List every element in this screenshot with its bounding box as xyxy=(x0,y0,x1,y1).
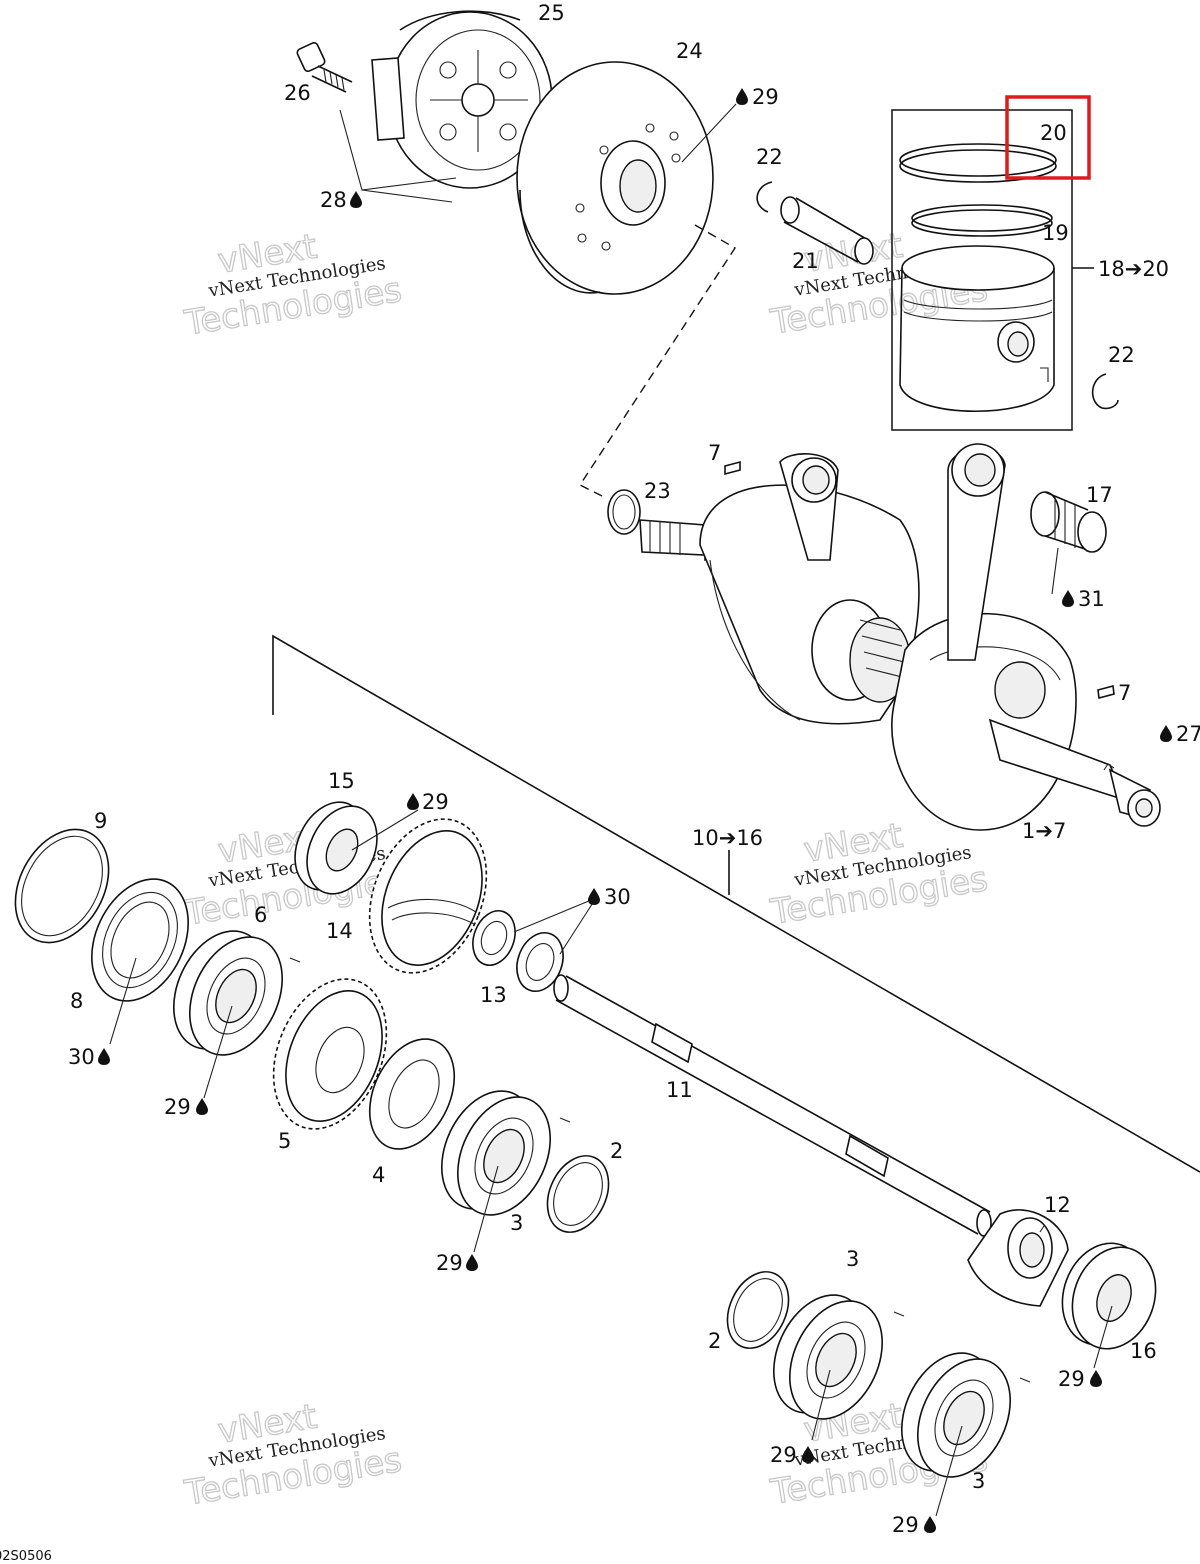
callout-22-top: 22 xyxy=(756,145,783,169)
ring-part-2-left xyxy=(546,1155,610,1233)
callout-29-bearing3: 29 xyxy=(436,1251,463,1275)
shim-part-9 xyxy=(14,828,110,944)
bearing-part-6 xyxy=(172,930,301,1056)
ring-part-23 xyxy=(607,489,641,535)
leader-lines xyxy=(109,103,1113,1517)
dashed-leader-flywheel xyxy=(578,224,736,498)
callout-16: 16 xyxy=(1130,1339,1157,1363)
callout-24: 24 xyxy=(676,39,703,63)
bearing-part-15 xyxy=(294,801,378,895)
balancer-shaft-part-11 xyxy=(553,974,992,1237)
callout-13: 13 xyxy=(480,983,507,1007)
callout-15: 15 xyxy=(328,769,355,793)
key-part-7-top xyxy=(724,460,741,476)
callout-6: 6 xyxy=(254,903,267,927)
callout-14: 14 xyxy=(326,919,353,943)
highlight-box-callout-20 xyxy=(1005,95,1091,180)
callout-25: 25 xyxy=(538,1,565,25)
callout-labels: 25 24 26 29 28 22 20 19 21 18➔20 22 7 23… xyxy=(68,1,1200,1537)
piston-group-frame xyxy=(891,109,1073,431)
bearing-part-16 xyxy=(1061,1242,1157,1350)
piston-ring-part-19 xyxy=(911,204,1053,237)
ring-part-2-right xyxy=(726,1271,790,1349)
callout-22-right: 22 xyxy=(1108,343,1135,367)
callout-4: 4 xyxy=(372,1163,385,1187)
callout-29-bottom: 29 xyxy=(892,1513,919,1537)
callout-7-top: 7 xyxy=(708,441,721,465)
callout-20: 20 xyxy=(1040,121,1067,145)
callout-1-7: 1➔7 xyxy=(1022,819,1066,843)
callout-2-right: 2 xyxy=(708,1329,721,1353)
screw-part-26 xyxy=(296,41,353,93)
callout-29-bearing3-right: 29 xyxy=(770,1443,797,1467)
bearing-part-3-right-lower xyxy=(900,1352,1031,1478)
watermark-bottom-left: vNext Technologies vNext Technologies xyxy=(181,1396,405,1514)
bearing-part-3-right-upper xyxy=(772,1294,905,1420)
bushing-part-13 xyxy=(472,910,564,992)
weight-part-12 xyxy=(967,1209,1069,1307)
callout-10-16: 10➔16 xyxy=(692,826,763,850)
callout-18-20: 18➔20 xyxy=(1098,257,1169,281)
circlip-part-22-right xyxy=(1091,373,1119,410)
callout-31: 31 xyxy=(1078,587,1105,611)
callout-27: 27 xyxy=(1176,722,1200,746)
callout-17: 17 xyxy=(1086,483,1113,507)
callout-30-seal: 30 xyxy=(68,1045,95,1069)
bearing-part-17 xyxy=(1030,491,1107,553)
callout-21: 21 xyxy=(792,249,819,273)
coupling-part-25 xyxy=(371,10,553,189)
crankshaft-part-1 xyxy=(639,443,1161,831)
callout-19: 19 xyxy=(1042,221,1069,245)
callout-7-right: 7 xyxy=(1118,681,1131,705)
flywheel-part-24 xyxy=(516,61,714,295)
callout-5: 5 xyxy=(278,1129,291,1153)
callout-3-right: 3 xyxy=(846,1247,859,1271)
assembly-bracket-10-16 xyxy=(272,634,1200,1173)
callout-3-left: 3 xyxy=(510,1211,523,1235)
callout-30-bushings: 30 xyxy=(604,885,631,909)
piston-part-18 xyxy=(899,245,1055,412)
callout-29-bearing6: 29 xyxy=(164,1095,191,1119)
gear-part-5 xyxy=(272,978,388,1130)
callout-12: 12 xyxy=(1044,1193,1071,1217)
piston-rings-part-20 xyxy=(899,143,1057,183)
bearing-part-3-left xyxy=(440,1090,571,1216)
callout-3-bottom: 3 xyxy=(972,1469,985,1493)
callout-11: 11 xyxy=(666,1078,693,1102)
piston-pin-part-21 xyxy=(780,196,874,265)
callout-23: 23 xyxy=(644,479,671,503)
circlip-part-22-top xyxy=(756,181,773,213)
gear-part-14 xyxy=(368,818,488,974)
callout-29-bearing16: 29 xyxy=(1058,1367,1085,1391)
washer-part-4 xyxy=(368,1038,456,1150)
callout-2-left: 2 xyxy=(610,1139,623,1163)
drawing-code: 02S0506 xyxy=(0,1549,52,1564)
callout-29-gear: 29 xyxy=(422,790,449,814)
seal-part-8 xyxy=(91,878,189,1002)
watermark-top-left: vNext Technologies vNext Technologies xyxy=(181,226,405,344)
callout-29-flywheel: 29 xyxy=(752,85,779,109)
callout-9: 9 xyxy=(94,809,107,833)
callout-8: 8 xyxy=(70,989,83,1013)
callout-26: 26 xyxy=(284,81,311,105)
key-part-7-right xyxy=(1097,684,1115,700)
callout-28: 28 xyxy=(320,188,347,212)
